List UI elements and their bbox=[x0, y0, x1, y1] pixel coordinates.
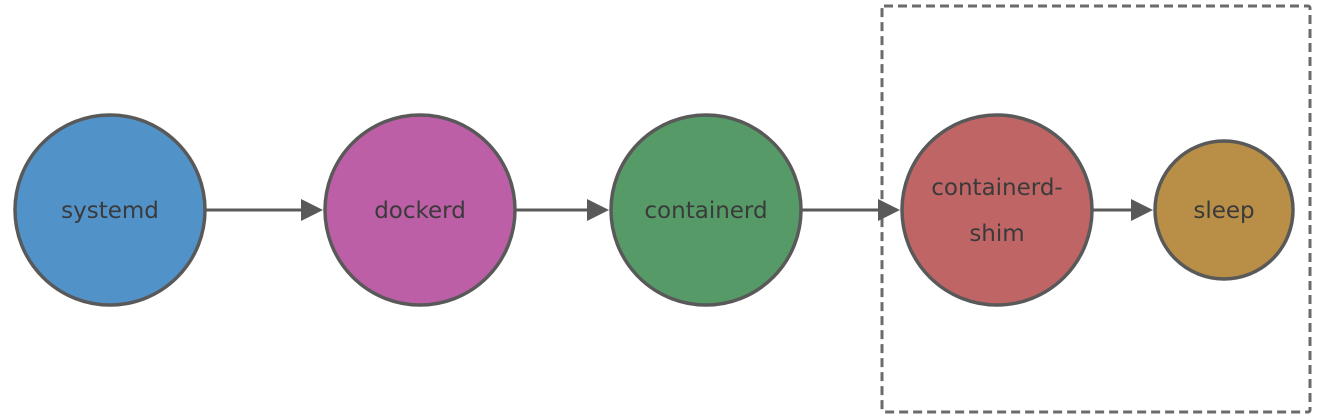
node-label-line: shim bbox=[969, 221, 1024, 247]
edge-dockerd-to-containerd bbox=[516, 199, 609, 221]
node-circle-containerd bbox=[609, 113, 803, 307]
node-label-line: containerd- bbox=[931, 175, 1062, 201]
node-containerd-shim: containerd-shim bbox=[900, 113, 1094, 307]
arrowhead-icon bbox=[878, 199, 900, 221]
arrowhead-icon bbox=[587, 199, 609, 221]
node-label-containerd-shim: containerd-shim bbox=[931, 175, 1062, 247]
edge-systemd-to-dockerd bbox=[206, 199, 323, 221]
node-circle-containerd-shim bbox=[900, 113, 1094, 307]
node-sleep: sleep bbox=[1153, 139, 1295, 281]
node-label-sleep: sleep bbox=[1193, 198, 1254, 224]
node-containerd: containerd bbox=[609, 113, 803, 307]
node-circle-sleep bbox=[1153, 139, 1295, 281]
node-circle-systemd bbox=[13, 113, 207, 307]
arrowhead-icon bbox=[1131, 199, 1153, 221]
edge-containerd-to-containerd-shim bbox=[802, 199, 900, 221]
arrowhead-icon bbox=[301, 199, 323, 221]
edges-layer bbox=[206, 199, 1153, 221]
node-label-systemd: systemd bbox=[61, 198, 159, 224]
node-dockerd: dockerd bbox=[323, 113, 517, 307]
node-label-containerd: containerd bbox=[644, 198, 767, 224]
node-circle-dockerd bbox=[323, 113, 517, 307]
node-systemd: systemd bbox=[13, 113, 207, 307]
edge-containerd-shim-to-sleep bbox=[1093, 199, 1153, 221]
node-label-dockerd: dockerd bbox=[374, 198, 466, 224]
